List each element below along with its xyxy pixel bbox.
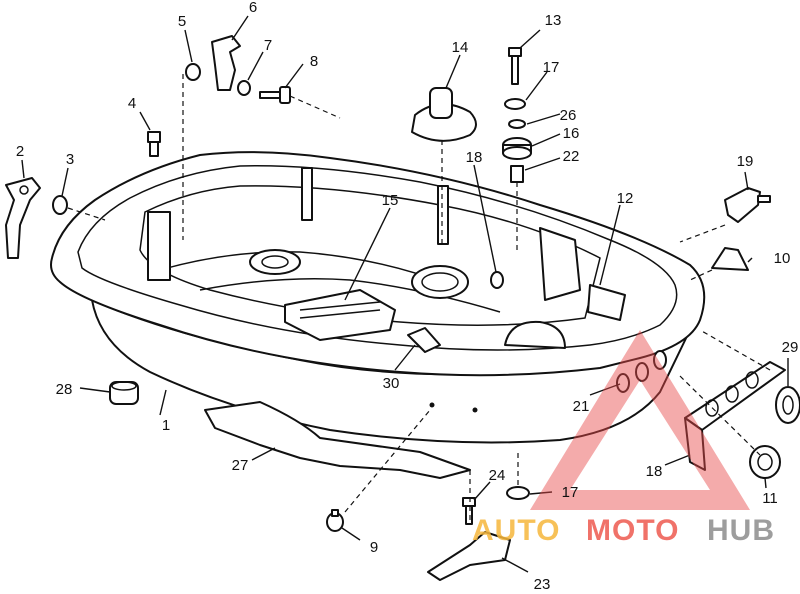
watermark-moto: MOTO xyxy=(586,514,679,547)
callout-19: 19 xyxy=(737,153,754,170)
callout-7: 7 xyxy=(264,37,272,54)
grommet-28 xyxy=(109,381,139,405)
callout-24: 24 xyxy=(489,467,506,484)
plug-9 xyxy=(326,509,344,532)
assembly-lines xyxy=(67,74,771,520)
callout-10: 10 xyxy=(774,250,791,267)
callout-23: 23 xyxy=(534,576,551,589)
washer-18 xyxy=(490,271,504,289)
bolt-13 xyxy=(508,47,522,85)
washer-3 xyxy=(52,195,68,215)
leader-lines xyxy=(21,15,789,573)
latch-lever xyxy=(5,177,41,259)
watermark-triangle-icon xyxy=(530,330,750,510)
callout-labels: 1 2 3 4 5 6 7 8 9 10 11 12 13 14 15 16 1… xyxy=(16,0,799,593)
grommet-11 xyxy=(749,445,781,479)
gasket-plate xyxy=(684,361,786,471)
screw-24 xyxy=(462,497,476,525)
washer-17-bottom xyxy=(506,486,530,500)
callout-1: 1 xyxy=(162,417,170,434)
callout-14: 14 xyxy=(452,39,469,56)
callout-15: 15 xyxy=(382,192,399,209)
callout-18-bottom: 18 xyxy=(646,463,663,480)
bolt-8 xyxy=(259,86,291,104)
bushing-16 xyxy=(502,137,532,160)
watermark-hub: HUB xyxy=(707,514,775,547)
seal-strip xyxy=(204,401,471,479)
washer-7 xyxy=(237,80,251,96)
callout-3: 3 xyxy=(66,151,74,168)
callout-13: 13 xyxy=(545,12,562,29)
callout-30: 30 xyxy=(383,375,400,392)
callout-11: 11 xyxy=(762,490,778,507)
grommet-29 xyxy=(775,386,800,424)
callout-26: 26 xyxy=(560,107,577,124)
automotohub-watermark: AUTO MOTO HUB xyxy=(472,330,775,547)
watermark-auto: AUTO xyxy=(472,514,560,547)
callout-4: 4 xyxy=(128,95,136,112)
latch-hook xyxy=(211,35,241,91)
bracket-23 xyxy=(427,531,511,581)
callout-21: 21 xyxy=(573,398,590,415)
callout-27: 27 xyxy=(232,457,249,474)
callout-17-bottom: 17 xyxy=(562,484,579,501)
callout-28: 28 xyxy=(56,381,73,398)
grommet-14 xyxy=(411,87,477,142)
callout-2: 2 xyxy=(16,143,24,160)
callout-22: 22 xyxy=(563,148,580,165)
callout-29: 29 xyxy=(782,339,799,356)
spacer-18 xyxy=(510,165,524,183)
callout-6: 6 xyxy=(249,0,257,16)
callout-5: 5 xyxy=(178,13,186,30)
grommet-10 xyxy=(711,247,749,271)
callout-16: 16 xyxy=(563,125,580,142)
callout-18-top: 18 xyxy=(466,149,483,166)
washer-5 xyxy=(185,63,201,81)
callout-17-top: 17 xyxy=(543,59,560,76)
fitting-19 xyxy=(724,187,771,223)
fitting-4 xyxy=(147,131,161,157)
washer-17-top xyxy=(504,98,526,110)
callout-8: 8 xyxy=(310,53,318,70)
washer-26 xyxy=(508,119,526,129)
callout-9: 9 xyxy=(370,539,378,556)
callout-12: 12 xyxy=(617,190,634,207)
